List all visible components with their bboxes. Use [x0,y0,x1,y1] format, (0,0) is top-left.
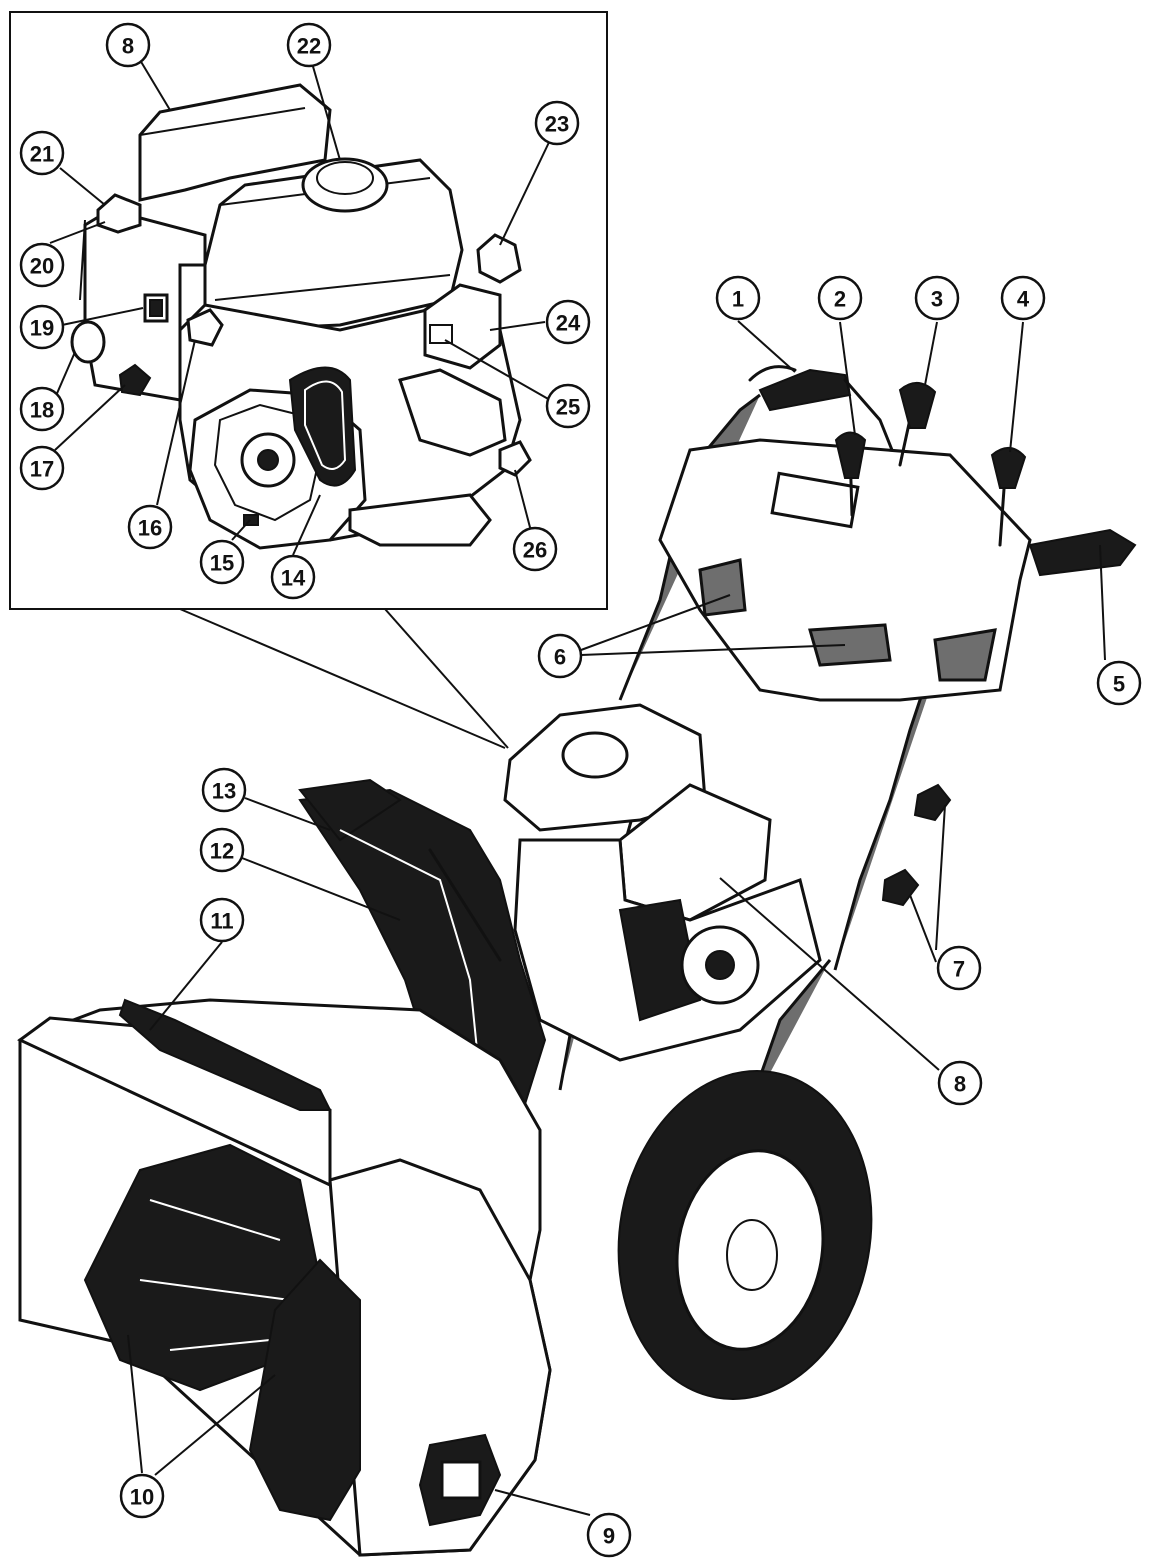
engine-base-plate [348,493,492,547]
control-dashboard [658,438,1032,702]
callout-c24: 24 [545,299,591,345]
fuel-cap [301,157,389,213]
svg-text:1: 1 [732,287,744,312]
wheel-rim [675,1149,825,1351]
inset-zoom-line-right [384,608,509,749]
callout-c11: 11 [199,897,245,943]
primer-bulb [70,320,106,364]
svg-text:10: 10 [130,1485,154,1510]
callout-c21: 21 [19,130,65,176]
svg-text:14: 14 [281,566,306,591]
discharge-chute [298,788,547,1121]
drive-shaft [118,998,332,1111]
dashboard-right-light [933,628,997,682]
oil-dipstick [498,440,532,477]
callout-c19: 19 [19,304,65,350]
callout-c7: 7 [936,945,982,991]
recoil-pull-handle [288,366,357,487]
callout-c22: 22 [286,22,332,68]
callout-c3: 3 [914,275,960,321]
adjustment-knob-upper [913,783,952,822]
dashboard-left-light [698,558,747,617]
svg-text:23: 23 [545,112,569,137]
svg-text:16: 16 [138,516,162,541]
svg-text:9: 9 [603,1524,615,1549]
callout-c25: 25 [545,383,591,429]
svg-text:6: 6 [554,645,566,670]
svg-text:4: 4 [1017,287,1030,312]
svg-text:8: 8 [122,34,134,59]
callout-c5: 5 [1096,660,1142,706]
callout-c15: 15 [199,539,245,585]
svg-text:5: 5 [1113,672,1125,697]
recoil-starter-grille [213,403,322,522]
callout-c6: 6 [537,633,583,679]
auger-right [248,1258,361,1522]
callout-c17: 17 [19,445,65,491]
electric-starter-box [423,283,502,370]
callout-c13: 13 [201,767,247,813]
svg-text:22: 22 [297,34,321,59]
svg-text:7: 7 [953,957,965,982]
inset-zoom-line-left [179,608,506,749]
svg-text:17: 17 [30,457,54,482]
svg-text:24: 24 [556,311,581,336]
dashboard-center-light [808,623,892,667]
callout-c8b: 8 [937,1060,983,1106]
chute-deflector [298,778,402,842]
auger-housing-side [328,1158,552,1557]
callout-c20: 20 [19,242,65,288]
svg-text:19: 19 [30,316,54,341]
lever-3-knob [898,382,937,429]
svg-text:15: 15 [210,551,234,576]
svg-text:18: 18 [30,398,54,423]
callout-c14: 14 [270,554,316,600]
engine-output-shaft [398,368,507,457]
callout-c2: 2 [817,275,863,321]
leader-lines [49,59,1106,1516]
callout-c1: 1 [715,275,761,321]
lever-4-knob [990,447,1027,489]
right-handle-grip [1028,528,1137,577]
callout-c18: 18 [19,386,65,432]
engine-detail-inset [9,11,608,749]
svg-text:20: 20 [30,254,54,279]
main-engine-fuel-cap [561,731,629,779]
callout-c12: 12 [199,827,245,873]
svg-text:3: 3 [931,287,943,312]
callout-c4: 4 [1000,275,1046,321]
svg-text:8: 8 [954,1072,966,1097]
dashboard-slot [770,471,860,529]
svg-text:2: 2 [834,287,846,312]
callout-c10: 10 [119,1473,165,1519]
oil-drain-plug [243,514,259,526]
upper-handle-bar [758,368,852,412]
snowblower-main-view [17,365,1137,1557]
svg-text:13: 13 [212,779,236,804]
throttle-lever [186,308,224,347]
callout-c9: 9 [586,1512,632,1558]
svg-text:25: 25 [556,395,580,420]
chute-rod [428,848,502,962]
callout-c8a: 8 [105,22,151,68]
svg-text:11: 11 [210,909,233,934]
air-filter-housing [138,83,332,202]
spark-plug [476,233,522,284]
callout-c26: 26 [512,526,558,572]
callout-c16: 16 [127,504,173,550]
svg-text:21: 21 [30,142,54,167]
callout-c23: 23 [534,100,580,146]
svg-text:26: 26 [523,538,547,563]
svg-text:12: 12 [210,839,234,864]
